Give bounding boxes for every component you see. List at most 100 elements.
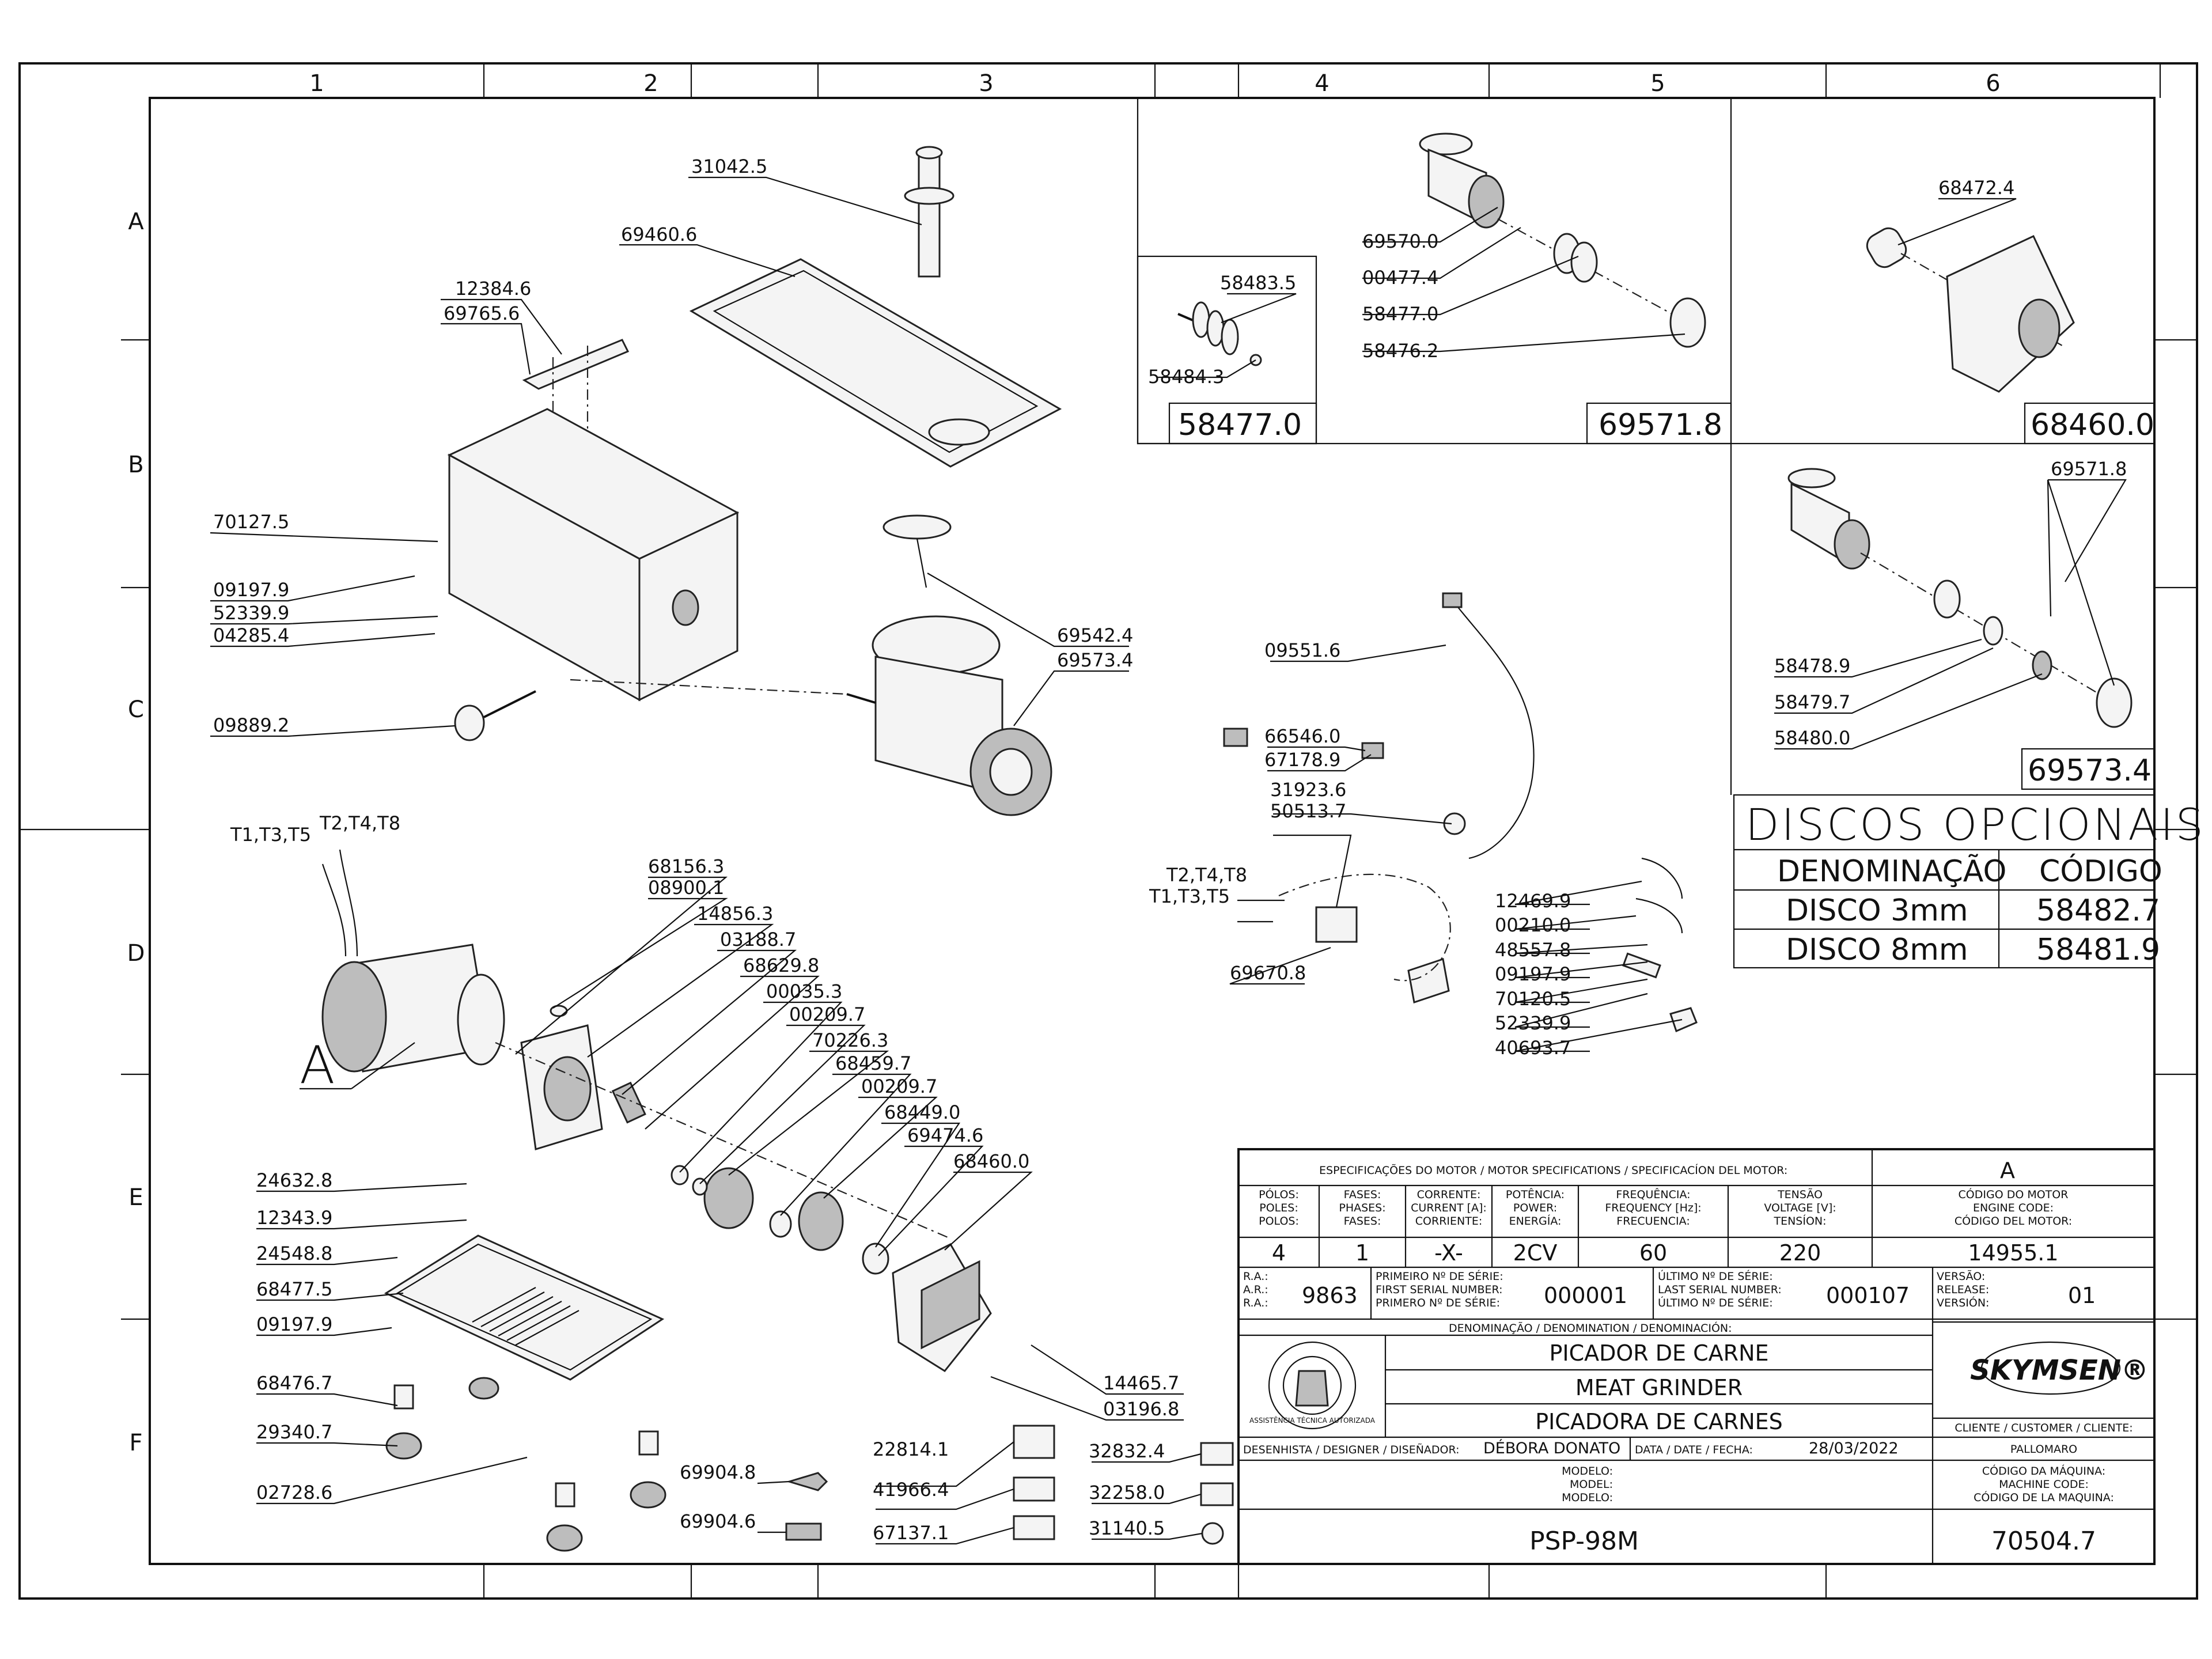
frequency-label-2: FRECUENCIA: [1616,1215,1690,1228]
label-12469-9: 12469.9 [1495,890,1571,912]
machine-code-label-1: MACHINE CODE: [1999,1478,2089,1491]
label-24548-8: 24548.8 [256,1243,332,1264]
label-09197-9-c: 09197.9 [1495,963,1571,985]
part-labels: 31042.5 69460.6 12384.6 69765.6 70127.5 … [213,156,2127,1544]
label-14856-3: 14856.3 [697,903,773,925]
feet [385,1377,666,1552]
label-50513-7: 50513.7 [1270,800,1346,822]
label-58484-3: 58484.3 [1148,366,1224,388]
label-68472-4: 68472.4 [1938,177,2014,199]
label-t2t4t8: T2,T4,T8 [319,812,400,834]
detail-box-68460-label: 68460.0 [2031,408,2154,442]
current-label-0: CORRENTE: [1417,1188,1481,1201]
poles-label-1: POLES: [1259,1202,1298,1214]
zone-row-b: B [128,452,143,478]
base-plate [384,1234,665,1381]
auger-small [1177,301,1262,366]
label-00209-7-a: 00209.7 [789,1003,865,1025]
power-label-1: POWER: [1513,1202,1557,1214]
label-22814-1: 22814.1 [873,1438,949,1460]
label-02728-6: 02728.6 [256,1482,332,1503]
motor-spec-header: ESPECIFICAÇÕES DO MOTOR / MOTOR SPECIFIC… [1319,1164,1787,1177]
label-40693-7: 40693.7 [1495,1037,1571,1059]
name-pt: PICADOR DE CARNE [1549,1340,1768,1366]
label-09197-9-b: 09197.9 [256,1313,332,1335]
first-serial-label-2: PRIMERO Nº DE SÉRIE: [1376,1296,1500,1309]
detail-letter-a: A [300,1035,335,1096]
label-52339-9-b: 52339.9 [1495,1012,1571,1034]
brand-logo: SKYMSEN® [1970,1354,2149,1387]
seal-text: ASSISTÊNCIA TÉCNICA AUTORIZADA [1249,1416,1376,1425]
name-en: MEAT GRINDER [1575,1375,1743,1400]
label-12384-6: 12384.6 [455,278,531,300]
designer-label: DESENHISTA / DESIGNER / DISEÑADOR: [1243,1443,1460,1456]
poles-value: 4 [1272,1240,1286,1266]
version-value: 01 [2068,1283,2096,1308]
zone-col-5: 5 [1650,70,1665,97]
label-69571-8: 69571.8 [2051,458,2127,480]
model-label-0: MODELO: [1562,1465,1613,1478]
label-09197-9: 09197.9 [213,579,289,601]
engine-code: 14955.1 [1968,1240,2058,1266]
disc-8mm-code: 58481.9 [2036,933,2160,967]
last-serial: 000107 [1826,1283,1910,1308]
date-value: 28/03/2022 [1809,1440,1899,1457]
detail-box-69571-label: 69571.8 [1599,408,1722,442]
customer-label: CLIENTE / CUSTOMER / CLIENTE: [1955,1422,2133,1434]
label-68476-7: 68476.7 [256,1372,332,1394]
sheet-outer-border [18,62,2198,1600]
first-serial: 000001 [1544,1283,1627,1308]
axis-line [570,679,847,695]
frequency-value: 60 [1639,1240,1667,1266]
label-t1t3t5-b: T1,T3,T5 [1149,885,1230,907]
label-69765-6: 69765.6 [444,302,520,324]
power-value: 2CV [1513,1240,1558,1266]
last-serial-label-0: ÚLTIMO Nº DE SÉRIE: [1658,1269,1773,1283]
label-68459-7: 68459.7 [835,1052,911,1074]
revision-letter: A [2000,1158,2015,1183]
label-70127-5: 70127.5 [213,511,289,533]
last-serial-label-1: LAST SERIAL NUMBER: [1658,1283,1782,1296]
label-68460-0: 68460.0 [953,1150,1029,1172]
voltage-label-2: TENSÍON: [1773,1214,1826,1228]
current-label-1: CURRENT [A]: [1411,1202,1487,1214]
frequency-label-0: FREQUÊNCIA: [1616,1188,1690,1201]
label-69542-4: 69542.4 [1057,624,1133,646]
grinder-head [846,514,1052,816]
feed-pusher [904,146,955,278]
brand-swoosh-icon [1980,1341,2121,1395]
label-67178-9: 67178.9 [1264,749,1340,771]
label-00035-3: 00035.3 [766,980,842,1002]
phases-label-2: FASES: [1344,1215,1381,1228]
ra-label-1: A.R.: [1243,1283,1268,1296]
grinder-head-disc-detail [1787,468,2133,728]
zone-row-c: C [128,696,144,723]
disc-3mm-name: DISCO 3mm [1786,893,1968,928]
label-32832-4: 32832.4 [1089,1440,1165,1462]
gears [671,1165,889,1275]
gearbox [520,1005,646,1150]
electrical-harness [1223,592,1698,1033]
disc-3mm-code: 58482.7 [2036,893,2160,928]
label-09551-6: 09551.6 [1264,639,1340,661]
ra-label-0: R.A.: [1243,1270,1268,1283]
zone-col-6: 6 [1986,70,2000,97]
label-58483-5: 58483.5 [1220,272,1296,294]
label-69460-6: 69460.6 [621,224,697,245]
zone-ticks [20,63,2197,1599]
voltage-value: 220 [1779,1240,1821,1266]
label-68449-0: 68449.0 [884,1101,960,1123]
label-58478-9: 58478.9 [1774,655,1850,677]
label-24632-8: 24632.8 [256,1169,332,1191]
label-69904-6: 69904.6 [680,1510,756,1532]
machine-code-label-0: CÓDIGO DA MÁQUINA: [1982,1464,2105,1478]
current-label-2: CORRIENTE: [1415,1215,1482,1228]
power-label-2: ENERGÍA: [1509,1214,1562,1228]
gear-cover-detail [1866,227,2075,393]
label-03196-8: 03196.8 [1103,1398,1179,1420]
first-serial-label-1: FIRST SERIAL NUMBER: [1376,1283,1503,1296]
label-03188-7: 03188.7 [720,929,796,950]
date-label: DATA / DATE / FECHA: [1635,1444,1753,1456]
ra-label-2: R.A.: [1243,1297,1268,1309]
label-32258-0: 32258.0 [1089,1482,1165,1503]
